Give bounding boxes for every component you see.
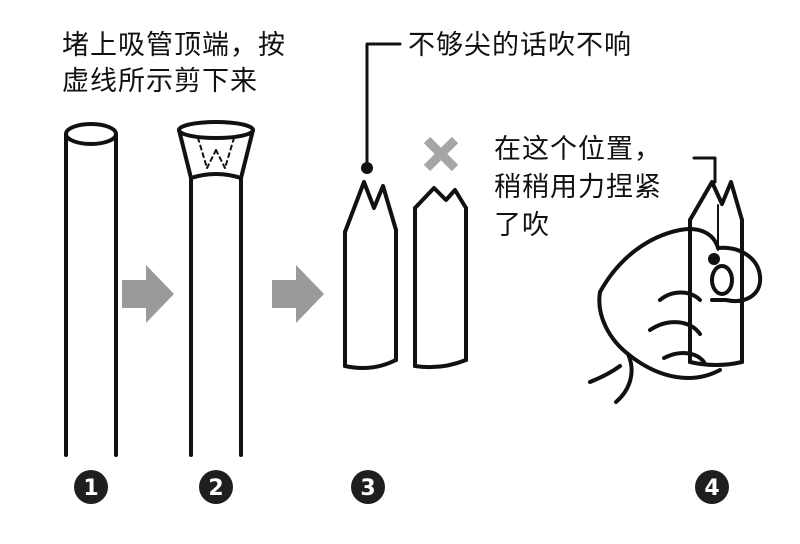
step-badge-3: 3: [351, 470, 385, 504]
straw-step4-held: [690, 182, 742, 365]
cut-guide-lines: [198, 138, 234, 168]
arrow-step2-to-3: [272, 265, 324, 323]
step-number-2: 2: [208, 476, 223, 501]
step-badge-2: 2: [199, 470, 233, 504]
step-badge-4: 4: [695, 470, 729, 504]
wrong-cross-icon: [427, 140, 455, 168]
warning-leader-line: [367, 44, 400, 165]
straw-step1: [66, 124, 116, 455]
arrow-step1-to-2: [122, 265, 174, 323]
step-number-4: 4: [704, 476, 719, 501]
warning-point-marker: [361, 162, 373, 174]
straw-step3-cut-sharp: [345, 182, 396, 368]
straw-step2-pinched: [179, 122, 253, 455]
straw-step3-not-sharp: [415, 188, 466, 367]
step-number-3: 3: [360, 476, 375, 501]
pinch-point-marker: [708, 253, 720, 265]
hand-illustration: [590, 229, 760, 402]
step-badge-1: 1: [74, 470, 108, 504]
step-number-1: 1: [83, 476, 98, 501]
step4-leader-line: [694, 158, 715, 182]
